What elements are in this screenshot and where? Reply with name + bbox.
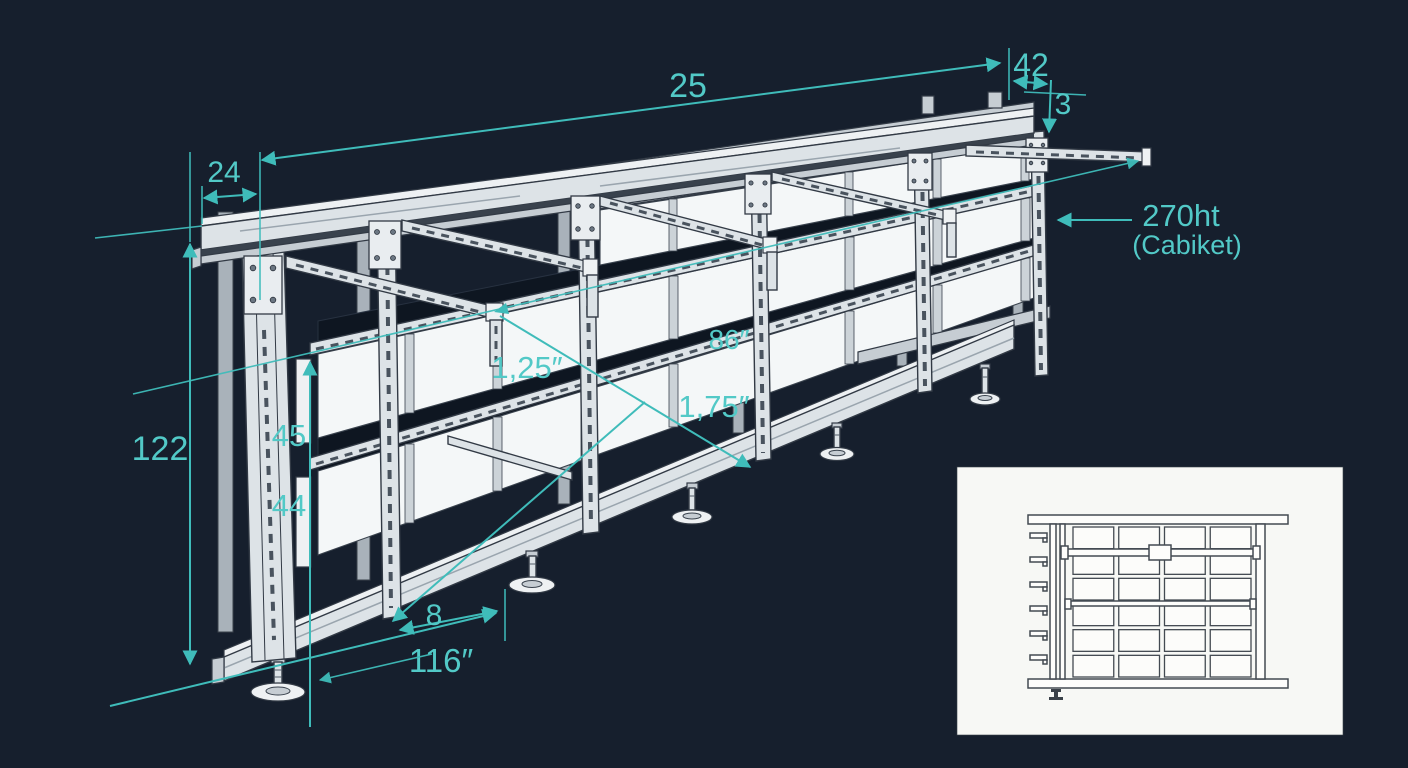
inset-left-post: [1049, 523, 1057, 680]
dim-label-86: 86″: [708, 324, 749, 355]
inset-grid-cell: [1118, 654, 1161, 678]
inset-grid-cell: [1163, 654, 1206, 678]
inset-left-brackets: [1029, 532, 1048, 665]
dim-label-45: 45: [272, 418, 306, 453]
dim-label-1-25: 1,25″: [491, 350, 562, 385]
front-view-inset: [956, 466, 1344, 736]
dimension-24: 24: [94, 156, 258, 239]
dim-label-8: 8: [426, 599, 443, 632]
inset-grid-cell: [1209, 629, 1252, 652]
inset-grid-cell: [1163, 603, 1206, 627]
dimension-122: 122: [132, 152, 198, 666]
dimension-annotations: 25 24 42 3 270ht (Cabiket): [94, 47, 1242, 727]
inset-grid-cell: [1163, 629, 1206, 652]
inset-grid-cell: [1072, 603, 1115, 627]
dimension-42: 42: [1012, 47, 1087, 96]
dimension-cabinet-height: 270ht (Cabiket): [1056, 198, 1242, 260]
inset-top-rail: [1027, 514, 1289, 525]
inset-panel-grid: [1072, 526, 1252, 678]
inset-grid-cell: [1118, 603, 1161, 627]
inset-grid-cell: [1072, 577, 1115, 601]
label-270ht: 270ht: [1142, 198, 1220, 233]
diagonal-reference-lines: [132, 157, 1140, 622]
dimension-45-44: 45 44: [272, 360, 318, 727]
dim-label-1-75: 1,75″: [678, 389, 749, 424]
inset-bottom-rail: [1027, 678, 1289, 689]
dim-label-116: 116″: [409, 642, 474, 679]
foot: [250, 655, 306, 702]
inset-grid-cell: [1209, 577, 1252, 601]
foot: [508, 550, 556, 594]
inset-grid-cell: [1118, 577, 1161, 601]
dim-label-42: 42: [1013, 47, 1049, 83]
rear-bottom-rail: [857, 305, 1051, 365]
inset-grid-cell: [1072, 526, 1115, 550]
dim-label-25: 25: [669, 67, 707, 105]
inset-grid-cell: [1072, 629, 1115, 652]
dimension-116: 116″: [109, 608, 498, 707]
inset-grid-cell: [1209, 654, 1252, 678]
inset-grid-cell: [1209, 526, 1252, 550]
dim-label-24: 24: [207, 156, 240, 189]
inset-crossbars: [1060, 544, 1261, 610]
cantilever-arms: [285, 144, 1152, 367]
foot: [969, 363, 1001, 406]
dim-label-44: 44: [272, 488, 306, 523]
bottom-rail: [211, 319, 1015, 685]
inset-grid-cell: [1209, 603, 1252, 627]
dimension-3: 3: [1042, 79, 1072, 134]
foot: [671, 482, 713, 525]
dimension-25: 25: [259, 48, 1010, 300]
inset-foot: [1049, 689, 1063, 700]
inset-grid-cell: [1163, 577, 1206, 601]
inset-grid-cell: [1072, 654, 1115, 678]
foot: [819, 422, 855, 462]
dimension-8: 8: [398, 589, 506, 641]
label-cabiket: (Cabiket): [1132, 230, 1242, 260]
dim-label-122: 122: [132, 430, 189, 468]
leveling-feet: [250, 363, 1001, 702]
inset-grid-cell: [1118, 629, 1161, 652]
dim-label-3: 3: [1055, 88, 1072, 121]
rail-end-cap: [191, 246, 202, 270]
